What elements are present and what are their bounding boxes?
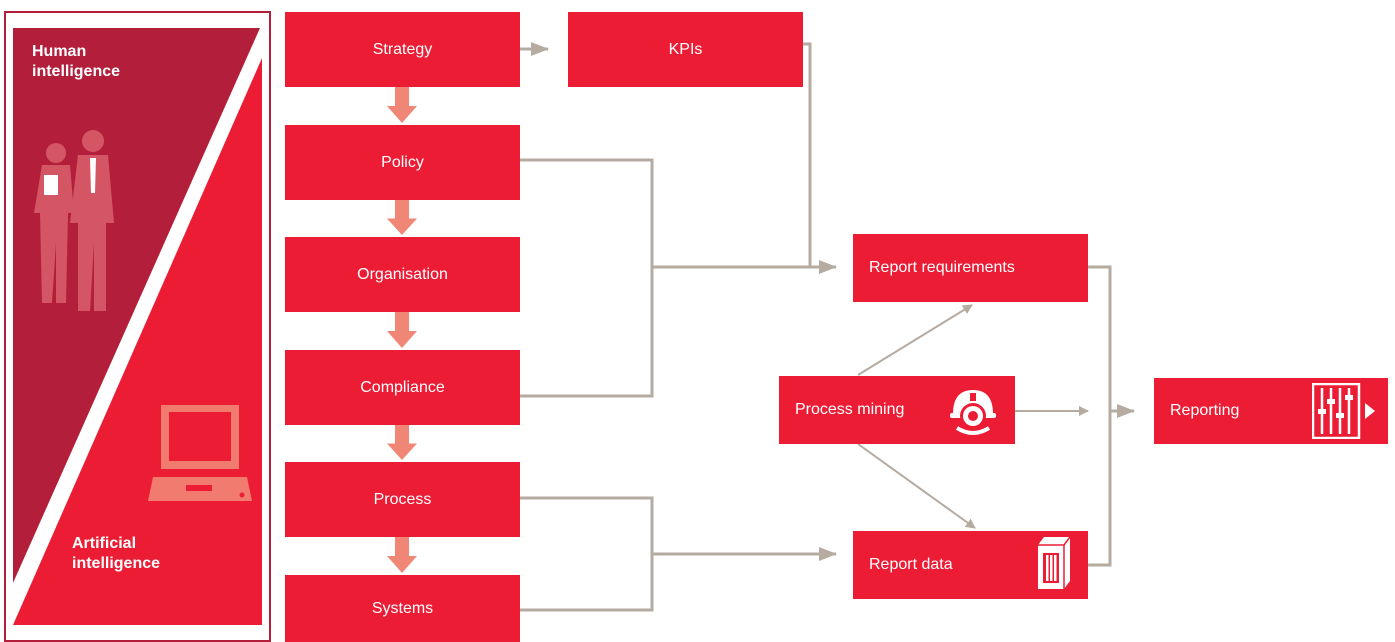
compliance-box: Compliance	[285, 350, 520, 425]
process-box: Process	[285, 462, 520, 537]
human-intelligence-label: Human intelligence	[32, 43, 121, 80]
process-label: Process	[373, 490, 432, 508]
systems-label: Systems	[371, 599, 434, 617]
laptop-icon	[148, 405, 252, 501]
intelligence-split-graphic	[13, 28, 262, 625]
down-arrow	[387, 537, 417, 573]
report-requirements-to-merge-line	[1088, 265, 1112, 567]
artificial-intelligence-label: Artificial intelligence	[72, 535, 161, 572]
strategy-label: Strategy	[372, 40, 433, 58]
compliance-label: Compliance	[360, 378, 445, 396]
process-mining-label: Process mining	[795, 401, 905, 418]
policy-box: Policy	[285, 125, 520, 200]
strategy-box: Strategy	[285, 12, 520, 87]
report-data-label: Report data	[869, 556, 953, 573]
reporting-label: Reporting	[1170, 402, 1240, 419]
process-mining-to-report-data-line	[857, 443, 976, 529]
business-people-icon	[34, 130, 114, 311]
kpis-label: KPIs	[668, 40, 703, 58]
systems-box: Systems	[285, 575, 520, 642]
policy-label: Policy	[381, 153, 424, 171]
kpis-box: KPIs	[568, 12, 803, 87]
process-mining-to-report-requirements-line	[857, 304, 973, 376]
database-icon	[1038, 536, 1071, 589]
organisation-box: Organisation	[285, 237, 520, 312]
policy-to-report-requirements-line	[520, 158, 654, 398]
human-intelligence-area	[13, 28, 260, 583]
reporting-box: Reporting	[1154, 378, 1388, 444]
miner-helmet-icon	[950, 390, 996, 435]
down-arrow	[387, 425, 417, 460]
down-arrow	[387, 312, 417, 348]
kpis-to-report-requirements-line	[803, 42, 812, 267]
intelligence-panel: Human intelligence Artificial intelligen…	[4, 11, 271, 642]
report-requirements-box: Report requirements	[853, 234, 1088, 302]
report-requirements-label: Report requirements	[869, 259, 1015, 276]
down-arrow	[387, 87, 417, 123]
sliders-play-icon	[1312, 383, 1375, 439]
process-systems-merge-line	[520, 496, 654, 612]
process-mining-box: Process mining	[779, 376, 1015, 444]
report-data-box: Report data	[853, 531, 1088, 599]
down-arrow	[387, 200, 417, 235]
organisation-label: Organisation	[357, 265, 448, 283]
